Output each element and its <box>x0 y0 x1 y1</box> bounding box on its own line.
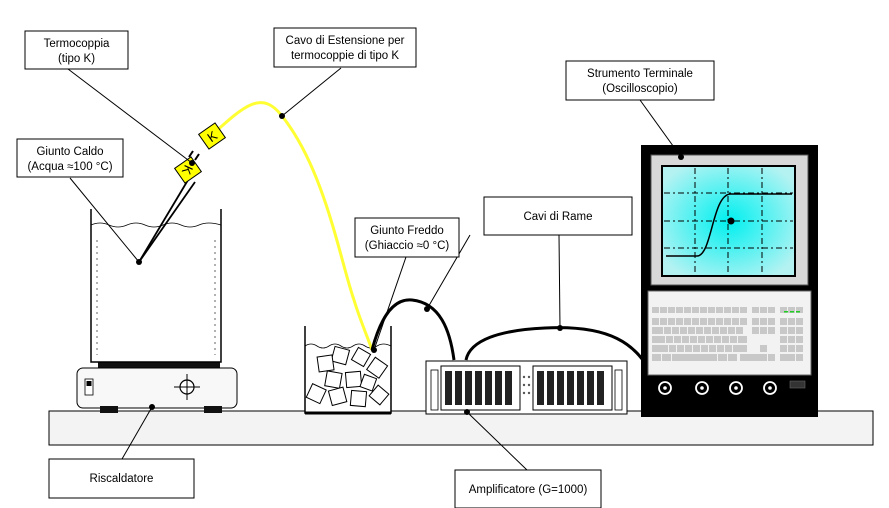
svg-text:termocoppie di tipo K: termocoppie di tipo K <box>291 50 399 62</box>
svg-text:(Ghiaccio ≈0 °C): (Ghiaccio ≈0 °C) <box>365 240 450 252</box>
amplifier-indicators <box>522 375 531 395</box>
label-thermocouple: Termocoppia (tipo K) <box>24 30 129 70</box>
connector-female: K <box>197 122 227 150</box>
input-port-2[interactable] <box>695 381 709 395</box>
oscilloscope-keypad[interactable] <box>652 307 803 361</box>
heater <box>76 360 238 413</box>
svg-text:Cavo di Estensione per: Cavo di Estensione per <box>286 35 405 47</box>
svg-text:Strumento Terminale: Strumento Terminale <box>587 68 693 80</box>
connector-male: K <box>173 150 203 184</box>
signal-trace <box>666 193 792 257</box>
svg-text:Giunto Caldo: Giunto Caldo <box>36 146 103 158</box>
amplifier-modules-right <box>532 365 613 411</box>
input-port-1[interactable] <box>658 381 672 395</box>
svg-text:Riscaldatore: Riscaldatore <box>90 473 154 485</box>
amplifier-modules-left <box>440 365 521 411</box>
status-leds <box>784 311 800 313</box>
amplifier <box>425 360 628 415</box>
svg-text:Cavi di Rame: Cavi di Rame <box>523 211 592 223</box>
oscilloscope-input-ports[interactable] <box>658 381 777 395</box>
svg-text:Amplificatore (G=1000): Amplificatore (G=1000) <box>469 484 588 496</box>
hot-water-beaker <box>90 209 222 363</box>
svg-text:(Oscilloscopio): (Oscilloscopio) <box>602 83 678 95</box>
svg-text:(Acqua ≈100 °C): (Acqua ≈100 °C) <box>27 161 112 173</box>
leader-lines <box>67 67 682 471</box>
input-port-3[interactable] <box>729 381 743 395</box>
heater-switch[interactable] <box>84 378 94 396</box>
heater-knob[interactable] <box>174 374 200 400</box>
label-extension-cable: Cavo di Estensione per termocoppie di ti… <box>273 27 417 68</box>
svg-text:Giunto Freddo: Giunto Freddo <box>370 225 444 237</box>
power-switch[interactable] <box>789 380 806 389</box>
label-amplifier: Amplificatore (G=1000) <box>454 469 602 508</box>
extension-cable <box>211 101 374 351</box>
svg-text:(tipo K): (tipo K) <box>58 53 95 65</box>
input-port-4[interactable] <box>763 381 777 395</box>
label-cold-junction: Giunto Freddo (Ghiaccio ≈0 °C) <box>354 217 460 258</box>
label-hot-junction: Giunto Caldo (Acqua ≈100 °C) <box>16 138 124 178</box>
label-heater: Riscaldatore <box>48 458 195 499</box>
trace-marker <box>727 217 735 225</box>
ice-cubes <box>305 345 390 408</box>
label-terminal: Strumento Terminale (Oscilloscopio) <box>565 60 715 101</box>
copper-cables <box>370 298 658 386</box>
ice-beaker <box>304 326 392 415</box>
svg-text:Termocoppia: Termocoppia <box>44 38 110 50</box>
label-copper-cables: Cavi di Rame <box>483 196 633 236</box>
thermocouple-probe <box>138 179 196 263</box>
leader-dots <box>136 113 684 415</box>
oscilloscope <box>641 145 818 417</box>
